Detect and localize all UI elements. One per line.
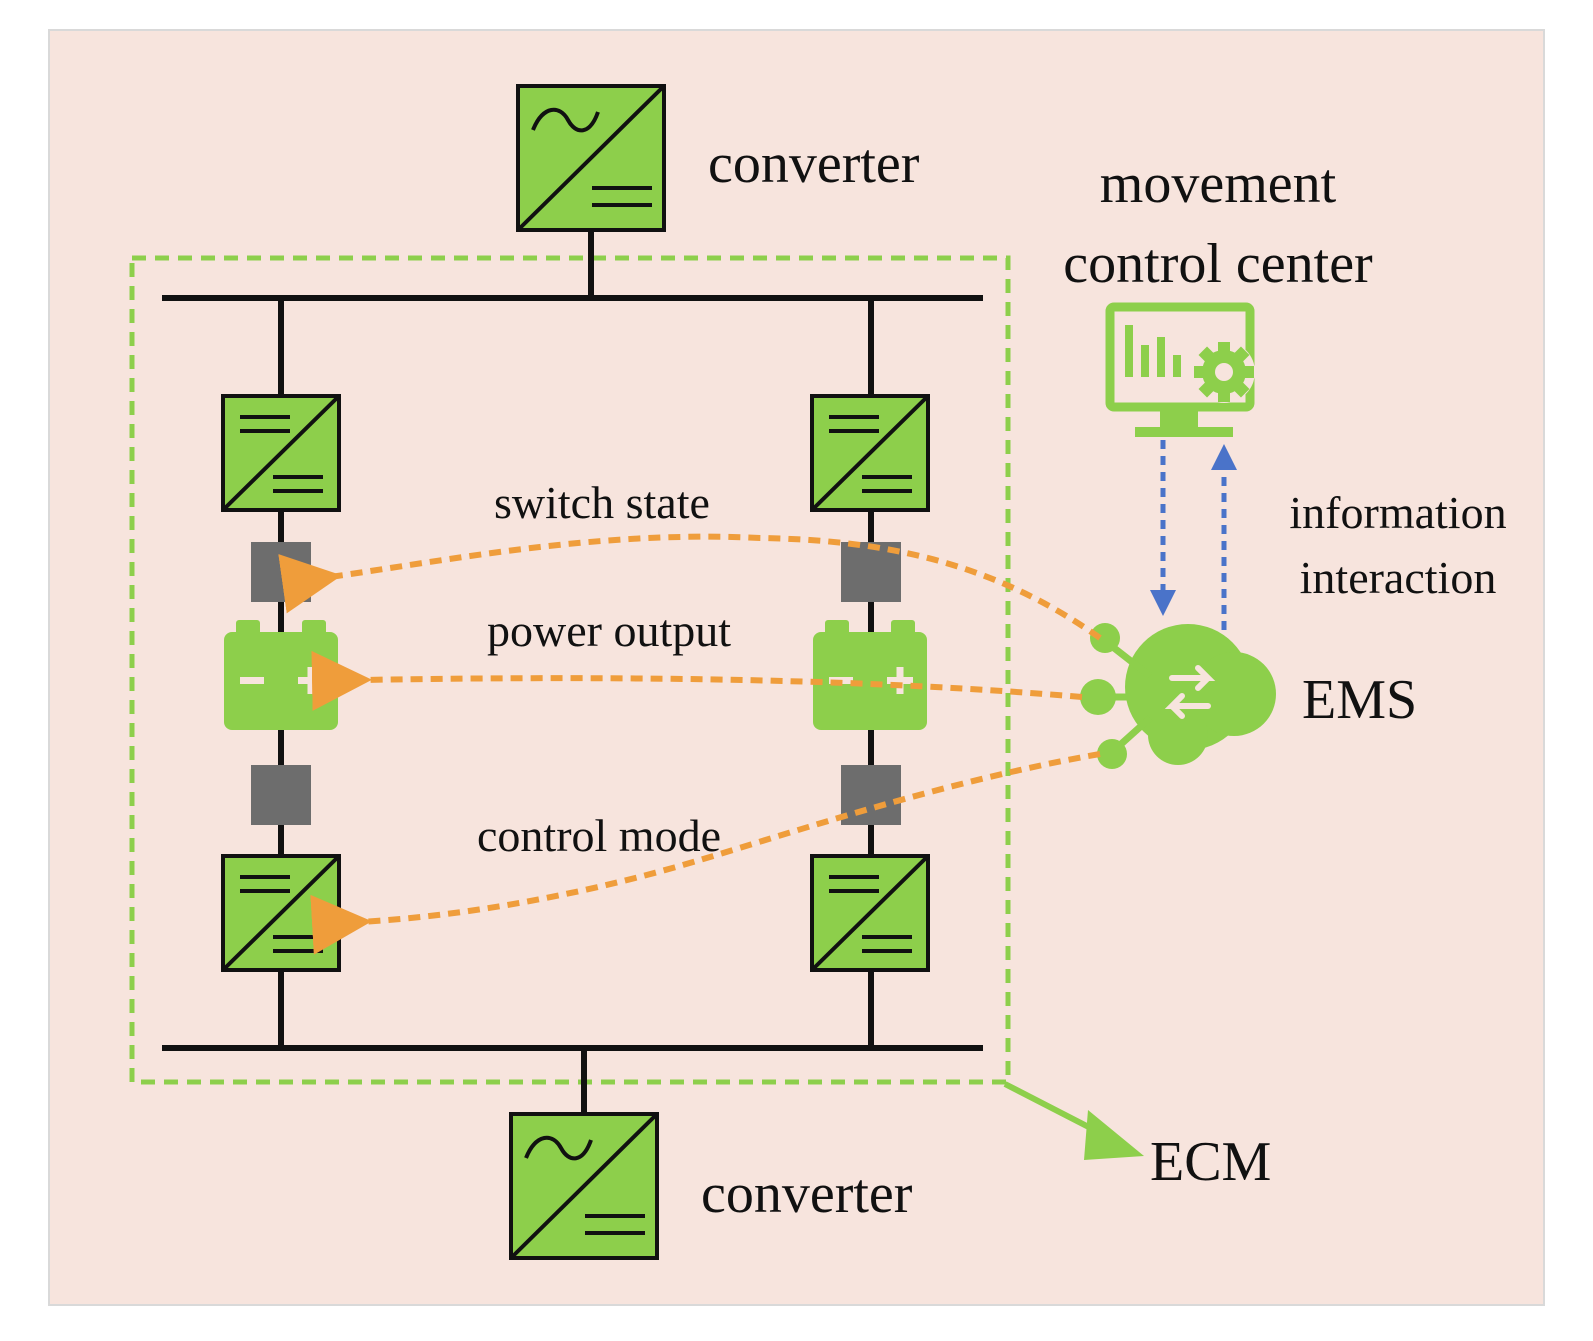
info-down-arrow (1150, 440, 1176, 616)
info-label-line2: interaction (1300, 552, 1497, 603)
dc-dc-converter-icon (221, 854, 341, 972)
switch-icon (251, 765, 311, 825)
power-output-arrow (311, 650, 1083, 711)
ac-dc-converter-icon (516, 84, 666, 232)
power-output-label: power output (487, 605, 731, 656)
control-mode-arrow (310, 751, 1101, 955)
ems-label: EMS (1302, 669, 1417, 731)
control-mode-label: control mode (477, 810, 721, 861)
movement-label-line1: movement (1100, 153, 1337, 215)
converter-bottom-label: converter (701, 1163, 913, 1225)
ecm-pointer-arrow (1003, 1081, 1144, 1160)
battery-icon (813, 620, 927, 730)
movement-label-line2: control center (1063, 233, 1373, 295)
ac-dc-converter-icon (509, 1112, 659, 1260)
battery-icon (224, 620, 338, 730)
info-label-line1: information (1289, 487, 1506, 538)
ecm-boundary (129, 255, 1011, 1085)
dc-dc-converter-icon (221, 394, 341, 512)
switch-icon (841, 765, 901, 825)
ecm-label: ECM (1150, 1131, 1271, 1193)
switch-icon (251, 542, 311, 602)
converter-top-label: converter (708, 133, 920, 195)
cloud-exchange-icon (1080, 623, 1276, 769)
info-up-arrow (1211, 444, 1237, 646)
dc-dc-converter-icon (810, 394, 930, 512)
monitor-gear-icon (1105, 302, 1255, 437)
switch-state-label: switch state (494, 477, 710, 528)
dc-dc-converter-icon (810, 854, 930, 972)
switch-state-arrow (278, 533, 1102, 641)
